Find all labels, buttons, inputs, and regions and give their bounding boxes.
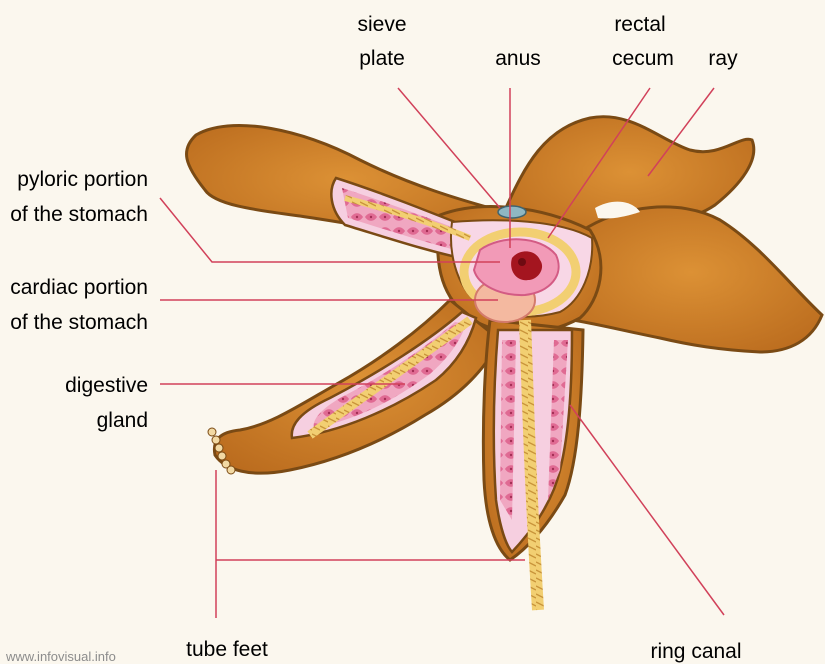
tube-feet-leader	[216, 470, 525, 618]
sieve-plate-structure	[498, 206, 526, 218]
ring-canal-leader	[570, 405, 724, 615]
label-sieve-plate-line1: sieve	[357, 13, 406, 36]
label-cardiac-line1: cardiac portion	[10, 276, 148, 299]
label-digestive-gland-line2: gland	[97, 409, 148, 432]
label-cardiac-line2: of the stomach	[10, 311, 148, 334]
rectal-cecum-detail	[518, 258, 526, 266]
label-digestive-gland-line1: digestive	[65, 374, 148, 397]
label-ring-canal: ring canal	[650, 640, 741, 663]
label-rectal-cecum-line1: rectal	[614, 13, 665, 36]
label-tube-feet: tube feet	[186, 638, 268, 661]
label-rectal-cecum-line2: cecum	[612, 47, 674, 70]
cut-away-interior	[208, 178, 592, 610]
label-anus: anus	[495, 47, 541, 70]
label-sieve-plate-line2: plate	[359, 47, 405, 70]
label-pyloric-line2: of the stomach	[10, 203, 148, 226]
label-ray: ray	[708, 47, 738, 70]
label-pyloric-line1: pyloric portion	[17, 168, 148, 191]
watermark: www.infovisual.info	[5, 649, 116, 664]
